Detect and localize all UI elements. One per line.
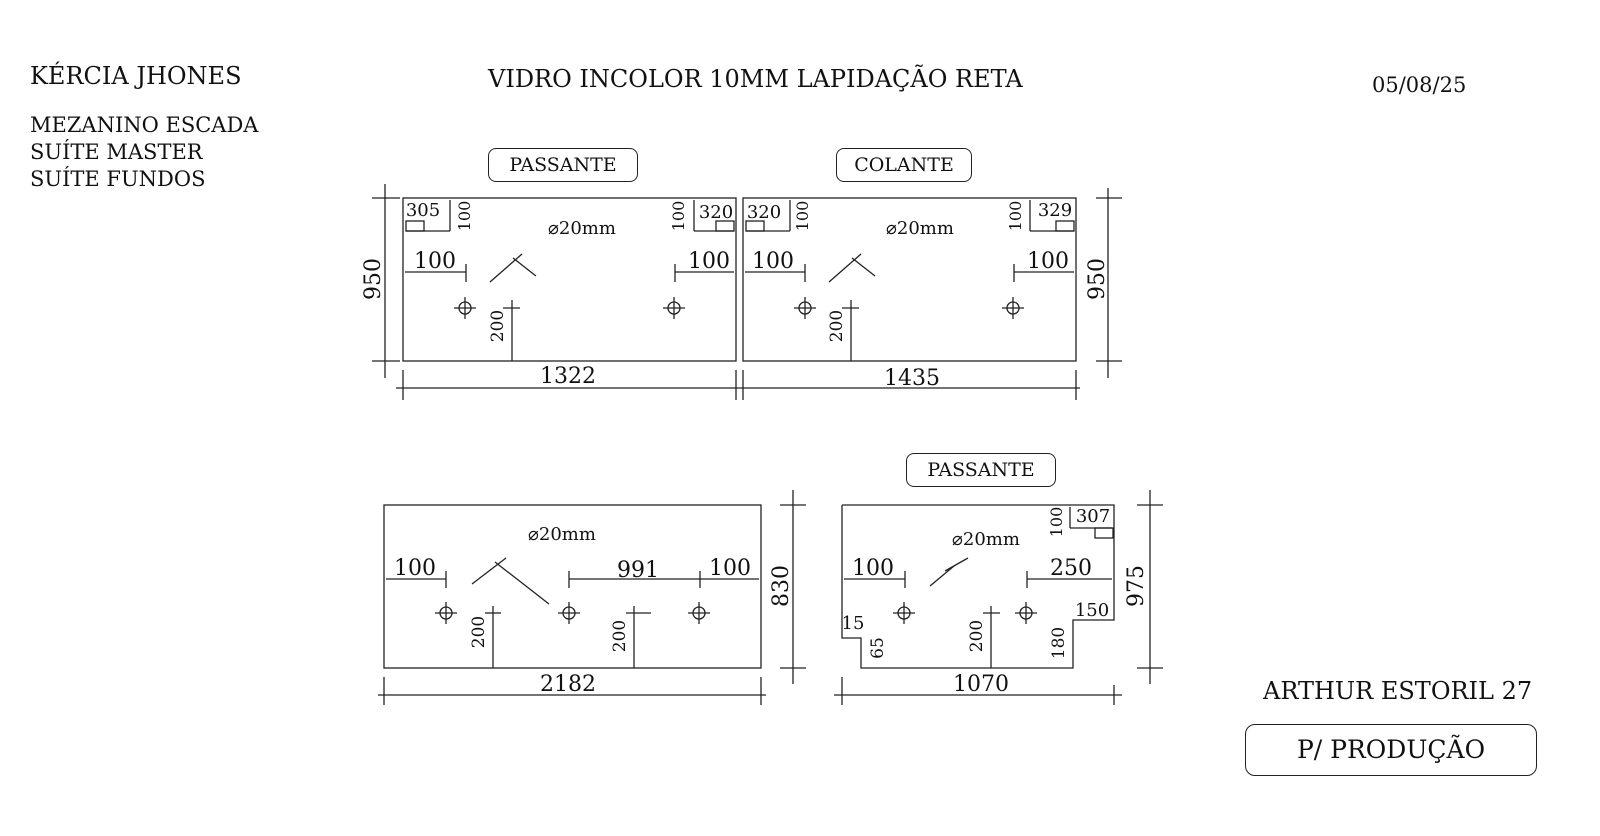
panel-4-hole-right [1014, 601, 1038, 625]
panel-1-outline [402, 197, 737, 362]
panel-2-hole-label: ⌀20mm [886, 218, 954, 239]
panel-4-step-left-w: 15 [842, 613, 865, 634]
location-item: SUÍTE MASTER [30, 140, 203, 164]
panel-3-outline [383, 504, 762, 669]
panel-4-step-left-h: 65 [868, 637, 888, 659]
panel-1-type-label: PASSANTE [488, 148, 638, 182]
panel-2-corner-left: 320 [747, 202, 781, 223]
panel-3-hole-3 [687, 601, 711, 625]
panel-2: 950 1435 320 100 329 100 ⌀20mm 100 100 [740, 188, 1122, 400]
production-status-badge: P/ PRODUÇÃO [1245, 724, 1537, 776]
panel-1-left-offset: 100 [414, 249, 456, 274]
panel-3-hole-1 [434, 601, 458, 625]
panel-2-height: 950 [1085, 258, 1110, 300]
panel-1-corner-right-h: 100 [669, 201, 688, 232]
panel-3: 830 2182 ⌀20mm 100 991 100 200 200 [378, 490, 806, 705]
panel-1-height: 950 [361, 258, 386, 300]
panel-2-width: 1435 [884, 366, 940, 391]
panel-3-mid-offset: 991 [617, 558, 659, 583]
panel-2-left-offset: 100 [752, 249, 794, 274]
location-item: MEZANINO ESCADA [30, 113, 259, 137]
panel-1-hole-label: ⌀20mm [548, 218, 616, 239]
panel-4: 975 1070 307 100 ⌀20mm 100 250 200 15 65 [834, 490, 1163, 705]
panel-3-hole-height-1: 200 [469, 616, 489, 648]
panel-3-hole-2 [557, 601, 581, 625]
panel-2-corner-right-h: 100 [1006, 201, 1025, 232]
panel-2-hole-right [1001, 296, 1025, 320]
panel-2-type-label: COLANTE [836, 148, 972, 182]
address-label: ARTHUR ESTORIL 27 [1263, 677, 1533, 705]
panel-1-hole-height: 200 [488, 310, 508, 342]
panel-1-corner-right: 320 [699, 202, 733, 223]
panel-1-corner-left: 305 [406, 200, 440, 221]
panel-4-width: 1070 [953, 672, 1009, 697]
panel-4-left-offset: 100 [852, 556, 894, 581]
page-title: VIDRO INCOLOR 10MM LAPIDAÇÃO RETA [488, 65, 1023, 93]
panel-3-height: 830 [769, 565, 794, 607]
panel-2-hole-left [793, 296, 817, 320]
panel-4-hole-height: 200 [967, 620, 987, 652]
panel-3-hole-height-2: 200 [610, 620, 630, 652]
location-list: MEZANINO ESCADA SUÍTE MASTER SUÍTE FUNDO… [30, 112, 258, 193]
panel-4-height: 975 [1124, 565, 1149, 607]
panel-1-hole-right [662, 296, 686, 320]
panel-1-corner-left-h: 100 [455, 201, 474, 232]
panel-2-corner-left-h: 100 [793, 201, 812, 232]
panel-4-hole-left [892, 601, 916, 625]
panel-3-right-offset: 100 [709, 556, 751, 581]
panel-4-right-offset: 250 [1050, 556, 1092, 581]
panel-1-right-offset: 100 [688, 249, 730, 274]
panel-4-outline [841, 504, 1115, 669]
panel-4-step-right-w: 150 [1075, 600, 1109, 621]
panel-1-width: 1322 [540, 364, 596, 389]
panel-2-hole-height: 200 [827, 310, 847, 342]
panel-4-corner-right-h: 100 [1047, 507, 1066, 538]
date-label: 05/08/25 [1372, 73, 1467, 97]
panel-4-hole-label: ⌀20mm [952, 529, 1020, 550]
panel-2-corner-right: 329 [1038, 200, 1072, 221]
panel-2-outline [742, 197, 1077, 362]
panel-1-hole-left [453, 296, 477, 320]
panel-2-right-offset: 100 [1027, 249, 1069, 274]
panel-4-step-right-h: 180 [1049, 627, 1069, 659]
location-item: SUÍTE FUNDOS [30, 167, 206, 191]
panel-3-hole-label: ⌀20mm [528, 524, 596, 545]
panel-3-width: 2182 [540, 672, 596, 697]
panel-3-left-offset: 100 [394, 556, 436, 581]
panel-1: 950 1322 305 100 320 100 ⌀20mm 100 100 [361, 184, 740, 400]
client-name: KÉRCIA JHONES [30, 62, 242, 90]
panel-4-corner-right: 307 [1076, 506, 1110, 527]
panel-4-type-label: PASSANTE [906, 453, 1056, 487]
